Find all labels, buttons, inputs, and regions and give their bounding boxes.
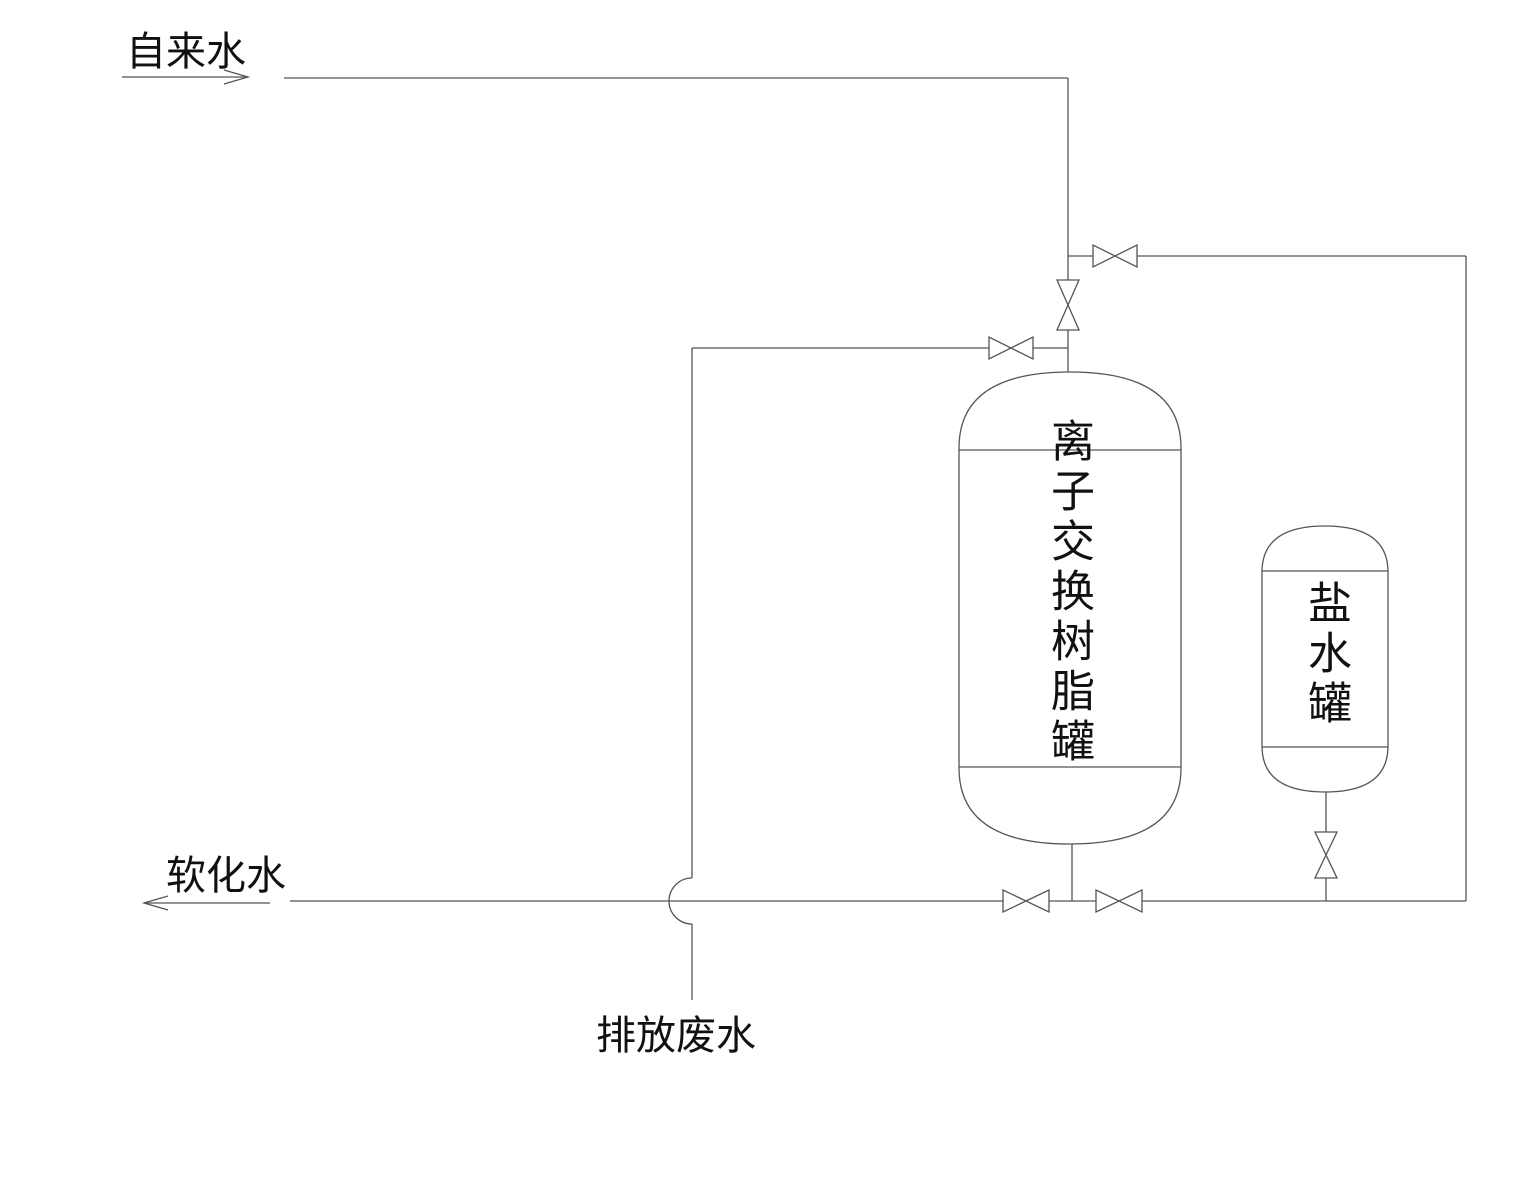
- resin-tank-label: 离子交换树脂罐: [1043, 418, 1094, 768]
- valve-brine-top: [1092, 243, 1138, 269]
- valve-soft-water-outlet: [1002, 888, 1050, 914]
- valve-brine-outlet: [1313, 831, 1339, 879]
- tap-water-inlet-arrow: [122, 69, 251, 85]
- brine-tank: [1261, 525, 1389, 793]
- valve-backwash: [988, 335, 1034, 361]
- waste-water-label: 排放废水: [596, 1013, 756, 1059]
- tap-water-label: 自来水: [126, 29, 246, 75]
- brine-tank-label: 盐水罐: [1300, 580, 1351, 730]
- resin-tank: [958, 371, 1182, 845]
- valve-tank-inlet: [1056, 279, 1080, 331]
- valve-bottom-right: [1095, 888, 1143, 914]
- soft-water-outlet-arrow: [141, 895, 270, 911]
- soft-water-label: 软化水: [166, 853, 286, 899]
